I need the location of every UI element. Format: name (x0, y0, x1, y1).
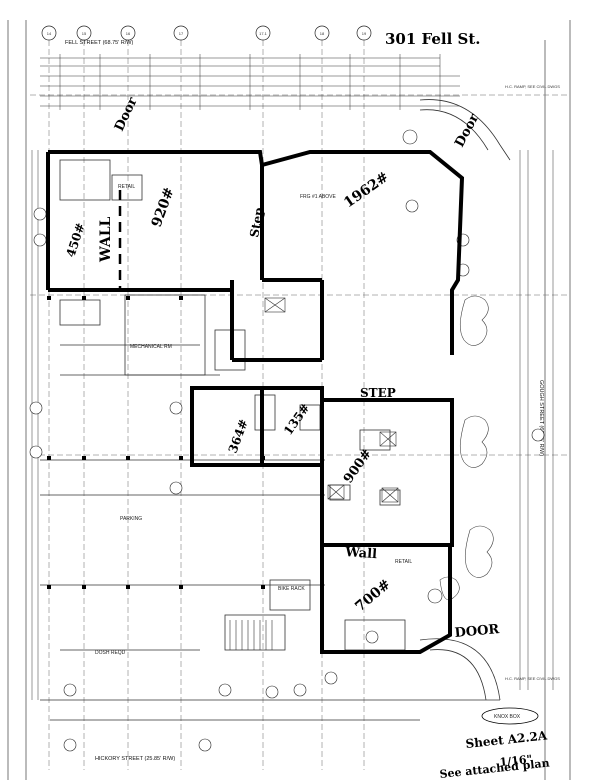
label-parking: PARKING (120, 516, 142, 522)
grid-bubble-17-1 (255, 25, 271, 41)
note-sqft-135: 135# (281, 401, 313, 438)
dimension-ticks (59, 54, 441, 110)
hc-ramp-top (419, 99, 511, 161)
grid-lines (30, 40, 570, 770)
note-sqft-364: 364# (226, 417, 251, 455)
street-bottom: HICKORY STREET (25.85' R/W) (95, 756, 175, 762)
grid-label: 17.1 (259, 31, 268, 36)
knox-box-outline (481, 707, 539, 725)
grid-label: 14 (47, 31, 52, 36)
handwritten-notes: Door Door DOOR WALL Wall Step STEP 920# … (64, 95, 501, 641)
grid-bubble-14 (41, 25, 57, 41)
grid-bubble-19 (356, 25, 372, 41)
grid-bubble-17 (173, 25, 189, 41)
page-title: 301 Fell St. (385, 30, 481, 48)
note-wall-left: WALL (98, 216, 114, 263)
ramp-note-bottom: H.C. RAMP, SEE CIVIL DWGS (505, 676, 560, 681)
grid-bubble-16 (120, 25, 136, 41)
note-scale: 1/16" (499, 753, 533, 769)
note-door-bottom-right: DOOR (454, 622, 500, 641)
grid-label: 18 (320, 31, 325, 36)
grid-label: 16 (126, 31, 131, 36)
note-wall-bottom: Wall (344, 545, 378, 562)
label-frg-above: FRG #1 ABOVE (300, 194, 337, 200)
grid-bubbles (41, 25, 372, 41)
street-top: FELL STREET (68.75' R/W) (65, 40, 133, 46)
note-sheet: Sheet A2.2A (465, 728, 549, 751)
note-sqft-920: 920# (149, 185, 178, 229)
section-markers (29, 129, 545, 752)
note-sqft-1962: 1962# (341, 169, 392, 211)
grid-label: 17 (179, 31, 184, 36)
label-retail-right: RETAIL (395, 559, 412, 565)
label-dash-regd: DOSH REQD (95, 650, 126, 656)
grid-label: 15 (82, 31, 87, 36)
ramp-note-top: H.C. RAMP, SEE CIVIL DWGS (505, 84, 560, 89)
bold-boundaries (46, 150, 465, 654)
note-step-mid: Step (247, 206, 266, 238)
label-mech: MECHANICAL RM (130, 344, 172, 350)
note-sqft-700: 700# (352, 576, 394, 615)
note-see-attached: See attached plan (439, 757, 550, 780)
dimension-lines (31, 57, 554, 700)
label-retail-top: RETAIL (118, 184, 135, 190)
note-sqft-900: 900# (341, 446, 375, 486)
note-door-top-left: Door (112, 95, 141, 134)
label-knox-box: KNOX BOX (494, 714, 521, 720)
stair-hatch (229, 620, 273, 650)
grid-bubble-18 (314, 25, 330, 41)
drawing-border (7, 20, 571, 780)
label-bike-rack: BIKE RACK (278, 586, 305, 592)
street-right: GOUGH STREET (68.75' R/W) (538, 380, 544, 456)
grid-label: 19 (362, 31, 367, 36)
crosshatch-boxes (264, 297, 399, 503)
grid-bubble-15 (76, 25, 92, 41)
hc-ramp-bottom (419, 638, 501, 701)
note-step-right: STEP (360, 386, 396, 400)
